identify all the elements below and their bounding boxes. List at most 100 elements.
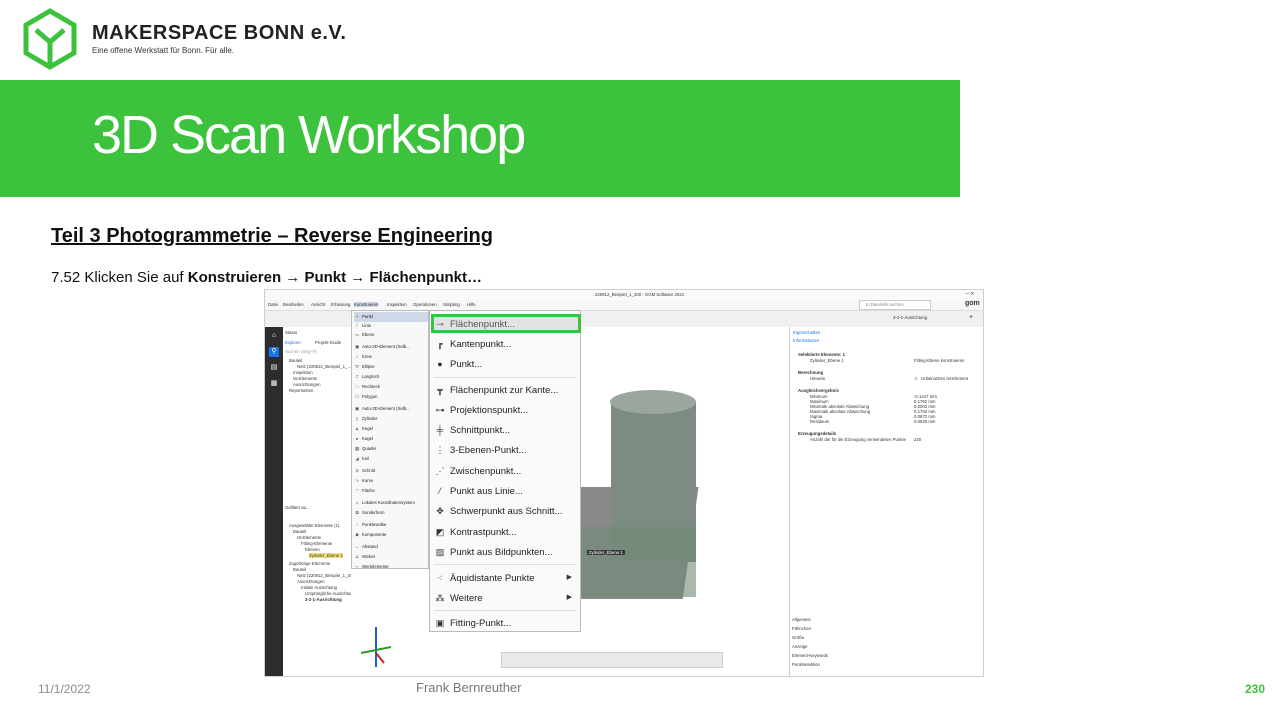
tree-item[interactable]: Netz (220912_Beispiel_1_200): [297, 573, 357, 578]
view-toolbar[interactable]: [501, 652, 723, 668]
menu-item[interactable]: ⬭Ellipse: [355, 364, 375, 369]
tree-item[interactable]: Inspektion: [293, 370, 313, 375]
menu-item-flaechenpunkt[interactable]: ⊸Flächenpunkt...: [434, 316, 576, 332]
tab-projekt-guide[interactable]: Projekt-Guide: [315, 340, 342, 345]
menu-item[interactable]: ⊂Langloch: [355, 374, 380, 379]
tree-item[interactable]: Fitting-Elemente: [301, 541, 333, 546]
menu-item[interactable]: ▦Quader: [354, 446, 377, 451]
menu-item-aequidistante[interactable]: ⁖Äquidistante Punkte▶: [434, 570, 576, 586]
help-search-input[interactable]: In Dateihilfe suchen: [859, 300, 931, 310]
centroid-icon: ✥: [436, 506, 444, 516]
menu-item[interactable]: ⬡Polygon: [355, 394, 378, 399]
menu-item[interactable]: ∠Winkel: [355, 554, 375, 559]
menu-item-weitere[interactable]: ⁂Weitere▶: [434, 590, 576, 606]
menu-operationen[interactable]: Operationen: [413, 302, 437, 307]
tree-item[interactable]: Ursprüngliche Ausrichtung: [305, 591, 356, 596]
menu-ansicht[interactable]: Ansicht: [311, 302, 326, 307]
alignment-selector[interactable]: 3-2-1-Ausrichtung: [893, 315, 928, 320]
menu-item[interactable]: ⊘Schnitt: [355, 468, 376, 473]
selection-tab[interactable]: Gefiltert au...: [285, 505, 310, 510]
menu-bearbeiten[interactable]: Bearbeiten: [283, 302, 304, 307]
menu-inspektion[interactable]: Inspektion: [387, 302, 407, 307]
tree-item[interactable]: Netz (220912_Beispiel_1_...): [297, 364, 353, 369]
menu-item[interactable]: ↔Abstand: [354, 544, 378, 549]
menu-item-zwischenpunkt[interactable]: ⋰Zwischenpunkt...: [434, 463, 576, 479]
tree-item[interactable]: Reportseiten: [289, 388, 314, 393]
tree-item[interactable]: Zugehörige Elemente: [289, 561, 331, 566]
add-icon[interactable]: +: [969, 314, 974, 321]
menu-item[interactable]: ◆Komponente: [355, 532, 387, 537]
menu-item-flaechenpunkt-kante[interactable]: ┳Flächenpunkt zur Kante...: [434, 382, 576, 398]
tree-item[interactable]: Ausrichtungen: [297, 579, 325, 584]
prop-section[interactable]: Fähnchen: [792, 626, 812, 631]
menu-item-kantenpunkt[interactable]: ┏Kantenpunkt...: [434, 336, 576, 352]
menu-item[interactable]: ▯Zylinder: [355, 416, 378, 421]
tab-explorer[interactable]: Explorer: [285, 340, 302, 345]
menu-item[interactable]: ⊥Lokales Koordinatensystem: [355, 500, 415, 505]
tree-item[interactable]: Bauteil: [293, 567, 307, 572]
result-key: Residuum: [810, 419, 830, 424]
menu-item[interactable]: ●Kugel: [355, 436, 373, 441]
menu-item-kontrastpunkt[interactable]: ◩Kontrastpunkt...: [434, 524, 576, 540]
prop-section[interactable]: Element-Keywords: [792, 653, 829, 658]
menu-datei[interactable]: Datei: [268, 302, 279, 307]
menu-item-punkt[interactable]: ●Punkt...: [434, 356, 576, 372]
tree-item-selected[interactable]: Zylinder_Ebene 1: [309, 553, 343, 558]
result-key: Minimum: [810, 394, 828, 399]
tree-item[interactable]: Ausgewählte Elemente (1): [289, 523, 340, 528]
prop-section[interactable]: Allgemein: [792, 617, 811, 622]
menu-item[interactable]: ▲Kegel: [354, 426, 373, 431]
menu-konstruieren[interactable]: Konstruieren: [354, 302, 379, 307]
tree-item[interactable]: Ausrichtungen: [293, 382, 321, 387]
hint-value: Unbenutztes Ist-Element: [921, 376, 969, 381]
window-controls[interactable]: — ✕: [965, 291, 975, 296]
prop-section[interactable]: Anzeige: [792, 644, 808, 649]
menu-item-punkt-aus-linie[interactable]: ⁄Punkt aus Linie...: [434, 483, 576, 499]
section-subtitle: Teil 3 Photogrammetrie – Reverse Enginee…: [51, 225, 493, 247]
tree-item[interactable]: Ebenen: [305, 547, 320, 552]
result-value: 0.1792 mm: [914, 409, 936, 414]
tree-item[interactable]: Bauteil: [289, 358, 303, 363]
menu-item-projektionspunkt[interactable]: ⊶Projektionspunkt...: [434, 402, 576, 418]
menu-item[interactable]: ◠Fläche: [355, 488, 375, 493]
menu-item[interactable]: /Linie: [356, 323, 372, 328]
menu-skripting[interactable]: Skripting: [443, 302, 460, 307]
menu-hilfe[interactable]: Hilfe: [467, 302, 476, 307]
status-label: Status: [285, 330, 298, 335]
menu-item-3-ebenen-punkt[interactable]: ⋮3-Ebenen-Punkt...: [434, 442, 576, 458]
menu-item[interactable]: ▣Auto-3D-Element (Selb...: [354, 406, 410, 411]
tree-item[interactable]: Initiale Ausrichtung: [301, 585, 338, 590]
menu-item[interactable]: ⁘Punktewolke: [355, 522, 387, 527]
menu-item-bildpunkte[interactable]: ▨Punkt aus Bildpunkten...: [434, 544, 576, 560]
menu-item-punkt[interactable]: •Punkt: [354, 312, 428, 322]
konstruieren-menu: •Punkt /Linie ▭Ebene ▣Auto-2D-Element (S…: [351, 310, 429, 569]
tree-item[interactable]: Bauteil: [293, 529, 307, 534]
menu-item[interactable]: ≈Wertelemente: [355, 564, 389, 569]
menu-item[interactable]: ✿Sonderform: [355, 510, 385, 515]
menu-item[interactable]: □Rechteck: [355, 384, 380, 389]
point-icon: ●: [437, 359, 443, 369]
menu-item-schwerpunkt[interactable]: ✥Schwerpunkt aus Schnitt...: [434, 503, 576, 519]
tree-item[interactable]: Ist-Elemente: [297, 535, 322, 540]
grid-icon[interactable]: ▦: [270, 380, 278, 387]
home-icon[interactable]: ⌂: [271, 332, 277, 339]
menu-erfassung[interactable]: Erfassung: [331, 302, 351, 307]
explorer-search[interactable]: Suchen (Strg+F): [285, 349, 317, 354]
search-icon[interactable]: ⚲: [269, 347, 279, 357]
report-icon[interactable]: ▤: [270, 364, 278, 371]
menu-item[interactable]: ▣Auto-2D-Element (Selb...: [354, 344, 410, 349]
menu-item-fitting-punkt[interactable]: ▣Fitting-Punkt...: [434, 615, 576, 631]
menu-item[interactable]: ▭Ebene: [354, 332, 375, 337]
surface-edge-point-icon: ┳: [437, 385, 443, 395]
menu-separator: [434, 610, 576, 611]
menu-item-schnittpunkt[interactable]: ╪Schnittpunkt...: [434, 422, 576, 438]
tab-eigenschaften[interactable]: Eigenschaften: [793, 330, 821, 335]
menu-item[interactable]: ∿Kurve: [355, 478, 374, 483]
element-label[interactable]: Zylinder_Ebene 1: [587, 550, 625, 555]
menu-item[interactable]: ◢Keil: [355, 456, 370, 461]
tree-item[interactable]: Ist-Elemente: [293, 376, 318, 381]
prop-section[interactable]: Punktselektion: [792, 662, 820, 667]
tree-item[interactable]: 3-2-1-Ausrichtung: [305, 597, 342, 602]
menu-item[interactable]: ○Kreis: [355, 354, 372, 359]
prop-section[interactable]: Größe: [792, 635, 805, 640]
